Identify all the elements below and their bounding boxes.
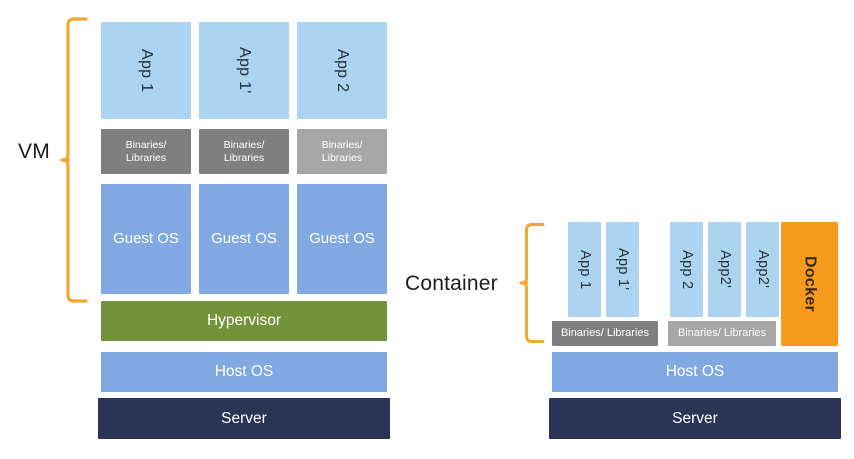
vm-binaries-line2-2: Libraries bbox=[223, 151, 265, 164]
vm-binaries-box-3[interactable]: Binaries/ Libraries bbox=[297, 129, 387, 174]
vm-binaries-line2-3: Libraries bbox=[321, 151, 363, 164]
container-app-label-5: App2' bbox=[754, 250, 771, 289]
container-app-box-1[interactable]: App 1 bbox=[568, 222, 601, 317]
container-binaries-label-2: Binaries/ Libraries bbox=[677, 327, 767, 340]
vm-server-bar[interactable]: Server bbox=[98, 398, 390, 439]
vm-app-box-3[interactable]: App 2 bbox=[297, 22, 387, 119]
container-binaries-label-1: Binaries/ Libraries bbox=[560, 327, 650, 340]
vm-guest-os-label-1: Guest OS bbox=[113, 230, 179, 248]
vm-app-label-3: App 2 bbox=[334, 48, 352, 93]
vm-binaries-label-1: Binaries/ Libraries bbox=[126, 139, 167, 163]
vm-binaries-box-1[interactable]: Binaries/ Libraries bbox=[101, 129, 191, 174]
vm-binaries-label-2: Binaries/ Libraries bbox=[224, 139, 265, 163]
container-binaries-box-1[interactable]: Binaries/ Libraries bbox=[552, 321, 658, 346]
vm-binaries-line1-1: Binaries/ bbox=[125, 139, 167, 152]
vm-hypervisor-bar[interactable]: Hypervisor bbox=[101, 301, 387, 341]
container-server-label: Server bbox=[672, 409, 718, 427]
container-app-label-3: App 2 bbox=[678, 249, 695, 290]
vm-binaries-box-2[interactable]: Binaries/ Libraries bbox=[199, 129, 289, 174]
vm-guest-os-label-3: Guest OS bbox=[309, 230, 375, 248]
container-app-box-3[interactable]: App 2 bbox=[670, 222, 703, 317]
vm-guest-os-box-1[interactable]: Guest OS bbox=[101, 184, 191, 294]
container-app-label-1: App 1 bbox=[576, 249, 593, 290]
container-server-bar[interactable]: Server bbox=[549, 398, 841, 439]
vm-server-label: Server bbox=[221, 409, 267, 427]
vm-app-label-1: App 1 bbox=[138, 48, 156, 93]
vm-guest-os-box-2[interactable]: Guest OS bbox=[199, 184, 289, 294]
container-brace-icon bbox=[519, 222, 545, 346]
container-host-os-label: Host OS bbox=[665, 363, 725, 381]
vm-host-os-label: Host OS bbox=[214, 363, 274, 381]
container-app-box-5[interactable]: App2' bbox=[746, 222, 779, 317]
vm-binaries-line2-1: Libraries bbox=[125, 151, 167, 164]
container-docker-box[interactable]: Docker bbox=[781, 222, 838, 346]
container-app-label-4: App2' bbox=[716, 250, 733, 289]
container-docker-label: Docker bbox=[801, 255, 819, 313]
container-binaries-box-2[interactable]: Binaries/ Libraries bbox=[668, 321, 776, 346]
vm-guest-os-label-2: Guest OS bbox=[211, 230, 277, 248]
container-app-label-2: App 1' bbox=[614, 248, 631, 291]
container-app-box-2[interactable]: App 1' bbox=[606, 222, 639, 317]
vm-host-os-bar[interactable]: Host OS bbox=[101, 352, 387, 392]
vm-binaries-line1-2: Binaries/ bbox=[223, 139, 265, 152]
vm-app-box-1[interactable]: App 1 bbox=[101, 22, 191, 119]
vm-group-label: VM bbox=[18, 140, 50, 163]
container-group-label: Container bbox=[405, 272, 498, 295]
vm-binaries-label-3: Binaries/ Libraries bbox=[322, 139, 363, 163]
vm-app-box-2[interactable]: App 1' bbox=[199, 22, 289, 119]
container-app-box-4[interactable]: App2' bbox=[708, 222, 741, 317]
vm-app-label-2: App 1' bbox=[236, 47, 254, 94]
container-host-os-bar[interactable]: Host OS bbox=[552, 352, 838, 392]
vm-hypervisor-label: Hypervisor bbox=[206, 312, 282, 330]
vm-guest-os-box-3[interactable]: Guest OS bbox=[297, 184, 387, 294]
vm-brace-icon bbox=[60, 16, 88, 304]
vm-binaries-line1-3: Binaries/ bbox=[321, 139, 363, 152]
